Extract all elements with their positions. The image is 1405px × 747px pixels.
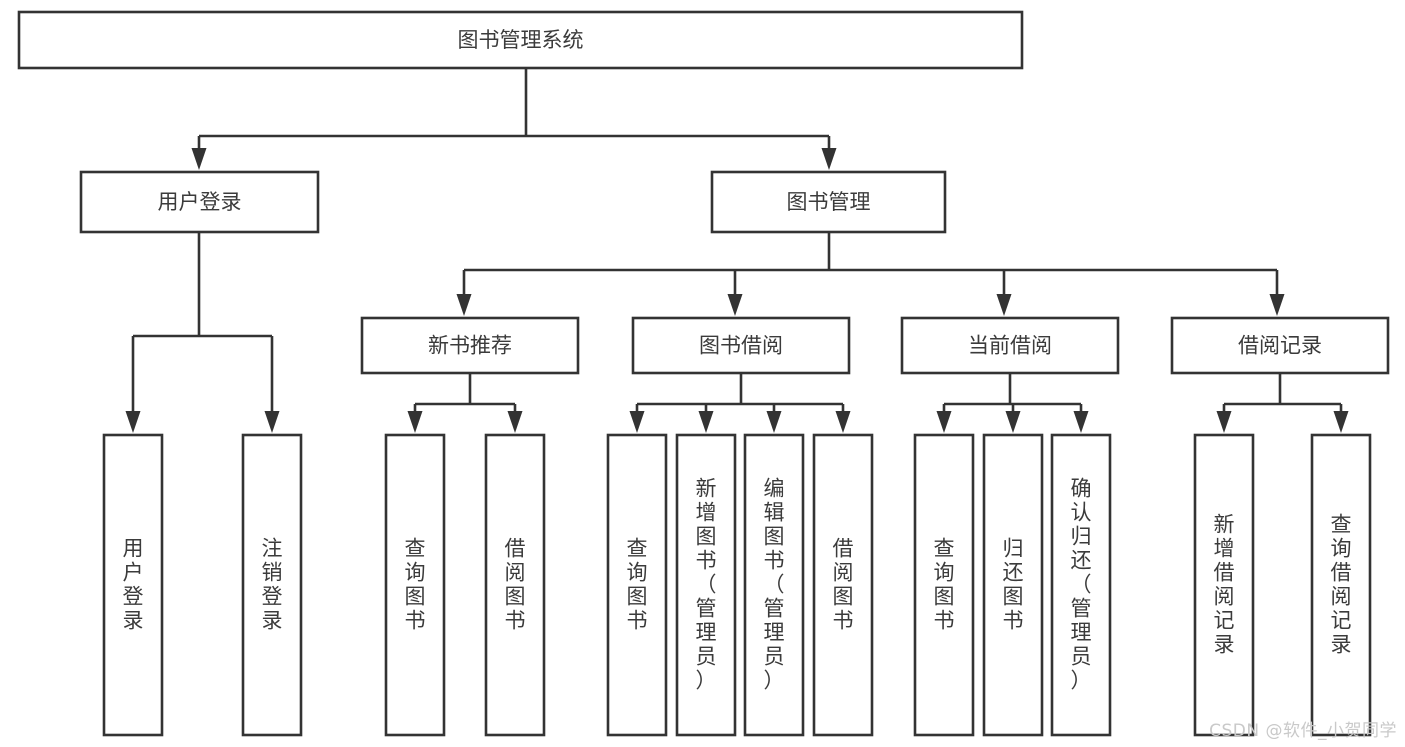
node-box[interactable] [743, 433, 805, 737]
arrow-head-icon [629, 411, 645, 433]
node-book-manage[interactable]: 图书管理 [710, 170, 947, 234]
node-leaf-edit-book-admin[interactable]: 编辑图书（管理员） [743, 433, 805, 737]
node-label: 编辑图书（管理员） [764, 477, 785, 693]
arrow-head-icon [1216, 411, 1232, 433]
node-leaf-add-book-admin[interactable]: 新增图书（管理员） [675, 433, 737, 737]
arrow-head-icon [698, 411, 714, 433]
node-label: 注销登录 [262, 537, 283, 633]
arrow-head-icon [835, 411, 851, 433]
node-box[interactable] [1310, 433, 1372, 737]
node-leaf-query-book-3[interactable]: 查询图书 [913, 433, 975, 737]
node-box[interactable] [1170, 316, 1390, 375]
node-current-borrow[interactable]: 当前借阅 [900, 316, 1120, 375]
node-box[interactable] [631, 316, 851, 375]
node-leaf-borrow-book-1[interactable]: 借阅图书 [484, 433, 546, 737]
node-label: 归还图书 [1003, 537, 1024, 633]
node-box[interactable] [606, 433, 668, 737]
arrow-head-icon [821, 148, 837, 170]
node-label: 查询图书 [627, 537, 648, 633]
arrow-head-icon [766, 411, 782, 433]
node-leaf-query-book-1[interactable]: 查询图书 [384, 433, 446, 737]
node-label: 图书管理 [787, 190, 871, 214]
node-box[interactable] [1050, 433, 1112, 737]
arrow-head-icon [407, 411, 423, 433]
nodes-layer: 图书管理系统用户登录图书管理新书推荐图书借阅当前借阅借阅记录用户登录注销登录查询… [17, 10, 1390, 737]
node-label: 图书管理系统 [458, 28, 584, 52]
node-label: 查询借阅记录 [1331, 513, 1352, 657]
arrow-head-icon [1073, 411, 1089, 433]
node-box[interactable] [241, 433, 303, 737]
node-label: 借阅记录 [1238, 334, 1322, 358]
node-box[interactable] [1193, 433, 1255, 737]
node-label: 查询图书 [934, 537, 955, 633]
node-root[interactable]: 图书管理系统 [17, 10, 1024, 70]
node-box[interactable] [900, 316, 1120, 375]
arrow-head-icon [456, 294, 472, 316]
node-label: 新增借阅记录 [1214, 513, 1235, 657]
node-leaf-borrow-book-2[interactable]: 借阅图书 [812, 433, 874, 737]
node-label: 借阅图书 [833, 537, 854, 633]
node-label: 图书借阅 [699, 334, 783, 358]
arrow-head-icon [1005, 411, 1021, 433]
node-box[interactable] [360, 316, 580, 375]
node-box[interactable] [982, 433, 1044, 737]
node-leaf-query-book-2[interactable]: 查询图书 [606, 433, 668, 737]
node-leaf-confirm-return-admin[interactable]: 确认归还（管理员） [1050, 433, 1112, 737]
node-box[interactable] [812, 433, 874, 737]
arrow-head-icon [264, 411, 280, 433]
node-label: 用户登录 [158, 190, 242, 214]
csdn-watermark: CSDN @软件_小贺同学 [1209, 721, 1397, 741]
node-leaf-add-borrow-record[interactable]: 新增借阅记录 [1193, 433, 1255, 737]
node-label: 借阅图书 [505, 537, 526, 633]
arrow-head-icon [1269, 294, 1285, 316]
node-box[interactable] [102, 433, 164, 737]
node-box[interactable] [710, 170, 947, 234]
node-box[interactable] [79, 170, 320, 234]
node-box[interactable] [384, 433, 446, 737]
arrow-head-icon [191, 148, 207, 170]
node-label: 新书推荐 [428, 334, 512, 358]
node-leaf-logout-login[interactable]: 注销登录 [241, 433, 303, 737]
node-label: 确认归还（管理员） [1071, 477, 1092, 693]
arrow-head-icon [1333, 411, 1349, 433]
node-leaf-user-login[interactable]: 用户登录 [102, 433, 164, 737]
node-new-book-recommend[interactable]: 新书推荐 [360, 316, 580, 375]
arrow-head-icon [125, 411, 141, 433]
arrow-head-icon [996, 294, 1012, 316]
arrow-head-icon [936, 411, 952, 433]
arrow-head-icon [507, 411, 523, 433]
node-user-login[interactable]: 用户登录 [79, 170, 320, 234]
node-borrow-record[interactable]: 借阅记录 [1170, 316, 1390, 375]
node-label: 当前借阅 [968, 334, 1052, 358]
node-box[interactable] [17, 10, 1024, 70]
node-label: 查询图书 [405, 537, 426, 633]
node-box[interactable] [484, 433, 546, 737]
connectors-layer [125, 68, 1349, 433]
node-box[interactable] [913, 433, 975, 737]
arrow-head-icon [727, 294, 743, 316]
node-leaf-query-borrow-record[interactable]: 查询借阅记录 [1310, 433, 1372, 737]
node-label: 新增图书（管理员） [696, 477, 717, 693]
node-box[interactable] [675, 433, 737, 737]
node-leaf-return-book[interactable]: 归还图书 [982, 433, 1044, 737]
node-book-borrow[interactable]: 图书借阅 [631, 316, 851, 375]
node-label: 用户登录 [123, 537, 144, 633]
